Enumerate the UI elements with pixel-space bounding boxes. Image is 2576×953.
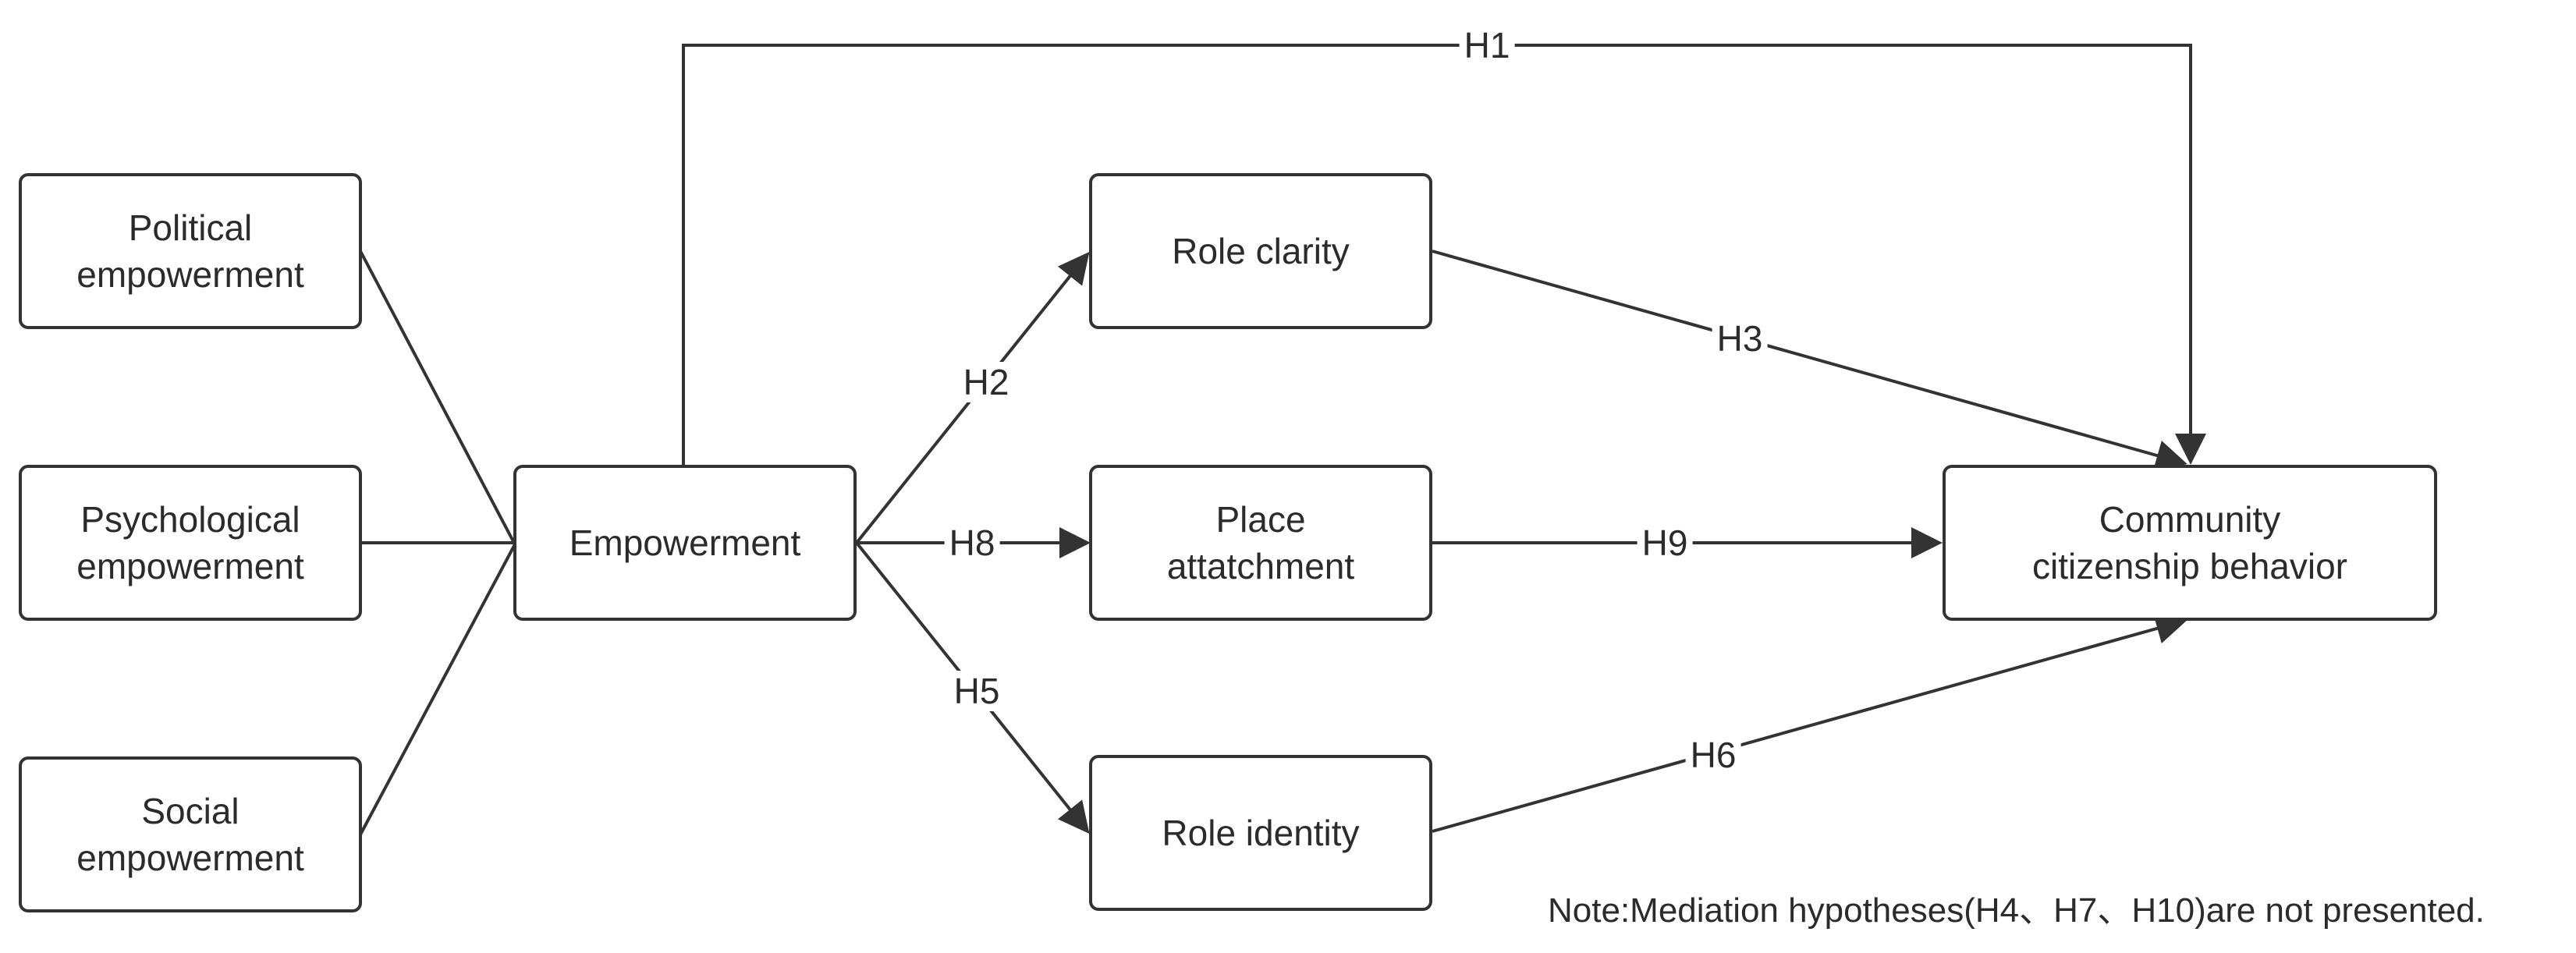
edge-label-h9: H9 xyxy=(1637,523,1693,563)
edge-label-h5: H5 xyxy=(949,671,1005,711)
edge-label-h8: H8 xyxy=(944,523,1000,563)
connector-social-empowerment xyxy=(359,544,516,835)
edge-label-h3: H3 xyxy=(1712,318,1768,359)
node-community-citizenship-behavior: Community citizenship behavior xyxy=(1943,465,2437,621)
node-label-line2: attatchment xyxy=(1166,546,1355,586)
edge-label-h2: H2 xyxy=(958,362,1014,402)
node-label-line1: Psychological xyxy=(80,499,300,540)
node-label-line2: empowerment xyxy=(76,546,304,586)
arrow-h3 xyxy=(1432,250,2187,471)
node-label-line1: Social xyxy=(141,791,240,831)
node-label-line1: Empowerment xyxy=(569,523,801,563)
node-role-identity: Role identity xyxy=(1089,755,1432,911)
node-political-empowerment: Political empowerment xyxy=(19,173,362,329)
node-label-line1: Community xyxy=(2099,499,2281,540)
node-label-line2: empowerment xyxy=(76,838,304,878)
connector-political-empowerment xyxy=(359,250,516,545)
node-label-line1: Role clarity xyxy=(1172,231,1350,271)
node-social-empowerment: Social empowerment xyxy=(19,756,362,912)
node-place-attatchment: Place attatchment xyxy=(1089,465,1432,621)
footnote: Note:Mediation hypotheses(H4、H7、H10)are … xyxy=(1548,891,2485,930)
node-label-line1: Role identity xyxy=(1162,813,1360,853)
node-psychological-empowerment: Psychological empowerment xyxy=(19,465,362,621)
node-label-line1: Political xyxy=(128,207,253,248)
node-empowerment: Empowerment xyxy=(513,465,857,621)
edge-label-h1: H1 xyxy=(1459,25,1515,66)
node-label-line1: Place xyxy=(1215,499,1306,540)
node-role-clarity: Role clarity xyxy=(1089,173,1432,329)
arrow-h6 xyxy=(1432,613,2187,833)
arrow-h1 xyxy=(682,44,2206,465)
edge-label-h6: H6 xyxy=(1685,735,1741,775)
node-label-line2: citizenship behavior xyxy=(2031,546,2347,586)
node-label-line2: empowerment xyxy=(76,254,304,295)
